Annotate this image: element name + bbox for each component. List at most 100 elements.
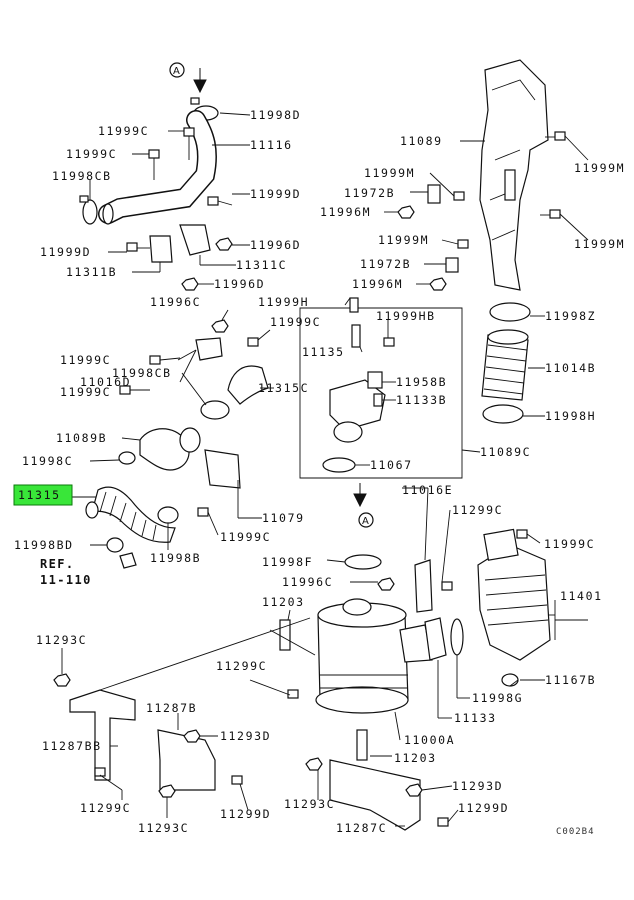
label-11998cb[interactable]: 11998CB [112,366,172,380]
elbow-11089b [139,428,190,471]
bracket-11311b [149,235,173,263]
label-11293d[interactable]: 11293D [220,729,271,743]
pipe-11116-fill [99,111,216,223]
marker-a-circle-top [169,62,185,78]
label-11999c[interactable]: 11999C [98,124,149,138]
label-11287bb[interactable]: 11287BB [42,739,102,753]
label-11999c[interactable]: 11999C [220,530,271,544]
label-11311c[interactable]: 11311C [236,258,287,272]
clamp-11998c [118,451,136,465]
label-11998h[interactable]: 11998H [545,409,596,423]
leader-lines [61,112,589,827]
label-11999c[interactable]: 11999C [60,353,111,367]
label-11998d[interactable]: 11998D [250,108,301,122]
label-11079[interactable]: 11079 [262,511,305,525]
label-11996c[interactable]: 11996C [282,575,333,589]
label-11996d[interactable]: 11996D [214,277,265,291]
bracket-11311c [179,224,211,256]
clip-11972b [445,257,459,273]
label-11089b[interactable]: 11089B [56,431,107,445]
label-11089[interactable]: 11089 [400,134,443,148]
label-11016d[interactable]: 11016D [80,375,131,389]
label-11116[interactable]: 11116 [250,138,293,152]
label-11293c[interactable]: 11293C [284,797,335,811]
label-11999m[interactable]: 11999M [574,161,625,175]
nut-11996d [215,237,233,251]
label-11133[interactable]: 11133 [454,711,497,725]
label-11958b[interactable]: 11958B [396,375,447,389]
bracket-11287c [329,759,421,831]
label-11998c[interactable]: 11998C [22,454,73,468]
label-11999c[interactable]: 11999C [66,147,117,161]
bolt-head [183,127,195,137]
label-11299c[interactable]: 11299C [80,801,131,815]
pipe-end [102,203,114,225]
label-11089c[interactable]: 11089C [480,445,531,459]
label-11996m[interactable]: 11996M [352,277,403,291]
label-11293c[interactable]: 11293C [138,821,189,835]
bracket-11287bb [69,689,136,781]
label-11972b[interactable]: 11972B [344,186,395,200]
label-11067[interactable]: 11067 [370,458,413,472]
label-11999d[interactable]: 11999D [250,187,301,201]
label-11401[interactable]: 11401 [560,589,603,603]
label-11016e[interactable]: 11016E [402,483,453,497]
label-11299d[interactable]: 11299D [220,807,271,821]
label-11998f[interactable]: 11998F [262,555,313,569]
label-11299d[interactable]: 11299D [458,801,509,815]
label-11293d[interactable]: 11293D [452,779,503,793]
label-11996d[interactable]: 11996D [250,238,301,252]
bracket-11287b [157,729,216,791]
label-11999c[interactable]: 11999C [544,537,595,551]
label-11998cb[interactable]: 11998CB [52,169,112,183]
label-11287c[interactable]: 11287C [336,821,387,835]
label-11299c[interactable]: 11299C [216,659,267,673]
clamp-11998b [157,506,179,524]
label-11999m[interactable]: 11999M [378,233,429,247]
label-11999hb[interactable]: 11999HB [376,309,436,323]
label-11135[interactable]: 11135 [302,345,345,359]
label-11287b[interactable]: 11287B [146,701,197,715]
hose-11315 [91,486,176,543]
clamp-11998bd [106,537,124,553]
label-11999c[interactable]: 11999C [270,315,321,329]
bracket-11016d [195,337,223,361]
label-11998g[interactable]: 11998G [472,691,523,705]
label-11996c[interactable]: 11996C [150,295,201,309]
marker-a-top: A [173,66,180,77]
label-11972b[interactable]: 11972B [360,257,411,271]
bracket-11016e [414,559,433,613]
label-11299c[interactable]: 11299C [452,503,503,517]
label-11315[interactable]: 11315 [18,488,61,502]
label-11315c[interactable]: 11315C [258,381,309,395]
label-11999c[interactable]: 11999C [60,385,111,399]
label-11998z[interactable]: 11998Z [545,309,596,323]
label-11293c[interactable]: 11293C [36,633,87,647]
ref-label: REF. [40,557,75,571]
clamp-11998g [450,618,464,656]
label-11998b[interactable]: 11998B [150,551,201,565]
label-11996m[interactable]: 11996M [320,205,371,219]
label-11999h[interactable]: 11999H [258,295,309,309]
clamp-11998h [482,404,524,424]
label-11203[interactable]: 11203 [394,751,437,765]
clamp-11998cb [200,400,230,420]
highlight-11315 [13,484,73,506]
label-11014b[interactable]: 11014B [545,361,596,375]
clamp-11998z [489,302,531,322]
label-11000a[interactable]: 11000A [404,733,455,747]
label-11167b[interactable]: 11167B [545,673,596,687]
label-11999m[interactable]: 11999M [364,166,415,180]
down-arrow-icon [353,483,367,508]
label-11203[interactable]: 11203 [262,595,305,609]
ref-connector [119,552,137,569]
down-arrow-icon [193,68,207,94]
marker-a-mid: A [362,516,369,527]
label-11311b[interactable]: 11311B [66,265,117,279]
ref-number[interactable]: 11-110 [40,573,92,587]
label-11998bd[interactable]: 11998BD [14,538,74,552]
label-11999d[interactable]: 11999D [40,245,91,259]
label-11133b[interactable]: 11133B [396,393,447,407]
label-11999m[interactable]: 11999M [574,237,625,251]
